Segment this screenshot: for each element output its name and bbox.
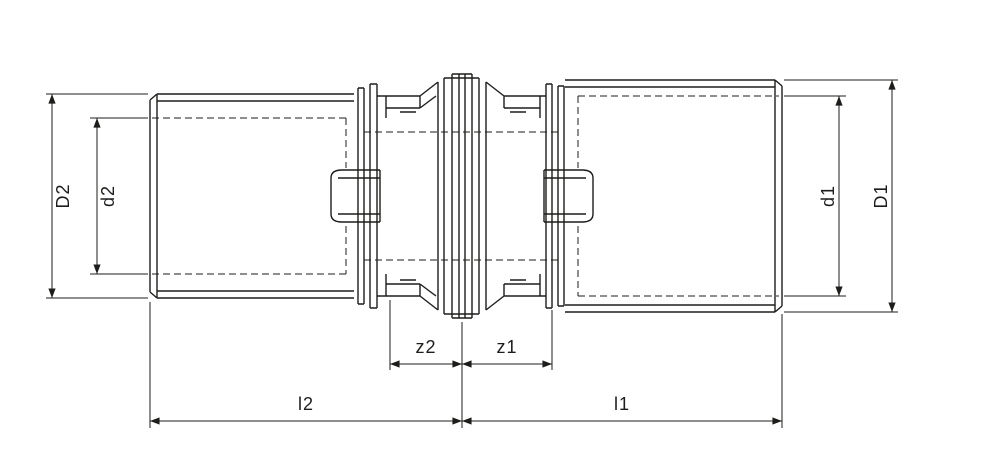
dimension-extension-lines — [784, 79, 898, 313]
dimension-outer-diameter-left: D2 — [46, 93, 148, 299]
dimension-insertion-depth-left: z2 — [389, 300, 462, 370]
body-bore-hidden-line — [364, 131, 558, 261]
left-body-collars — [357, 83, 378, 309]
outer-diameter-left-label: D2 — [53, 183, 73, 208]
dimension-outer-diameter-right: D1 — [784, 79, 898, 313]
dimension-inner-diameter-right: d1 — [784, 95, 846, 297]
dimension-extension-lines — [46, 93, 148, 299]
left-body-shell — [377, 81, 439, 311]
insertion-depth-right-label: z1 — [496, 337, 517, 357]
press-clip-right — [543, 169, 594, 223]
left-sleeve-bore-hidden-line — [152, 117, 347, 275]
inner-diameter-right-label: d1 — [818, 185, 838, 207]
dimension-inner-diameter-left: d2 — [90, 117, 148, 275]
insertion-depth-left-label: z2 — [415, 337, 436, 357]
right-sleeve-outline — [565, 79, 783, 313]
right-body-collars — [545, 83, 565, 309]
right-sleeve-bore-hidden-line — [577, 95, 779, 297]
length-left-label: l2 — [298, 394, 314, 414]
center-stop-ring — [437, 73, 487, 319]
inner-diameter-left-label: d2 — [98, 185, 118, 207]
dimension-length-right: l1 — [462, 314, 783, 428]
dimension-length-left: l2 — [149, 302, 462, 428]
outer-diameter-right-label: D1 — [871, 183, 891, 208]
left-sleeve-outline — [149, 93, 354, 299]
right-body-shell — [485, 81, 546, 311]
dimension-insertion-depth-right: z1 — [462, 310, 553, 370]
length-right-label: l1 — [614, 394, 630, 414]
press-clip-left — [330, 169, 381, 223]
